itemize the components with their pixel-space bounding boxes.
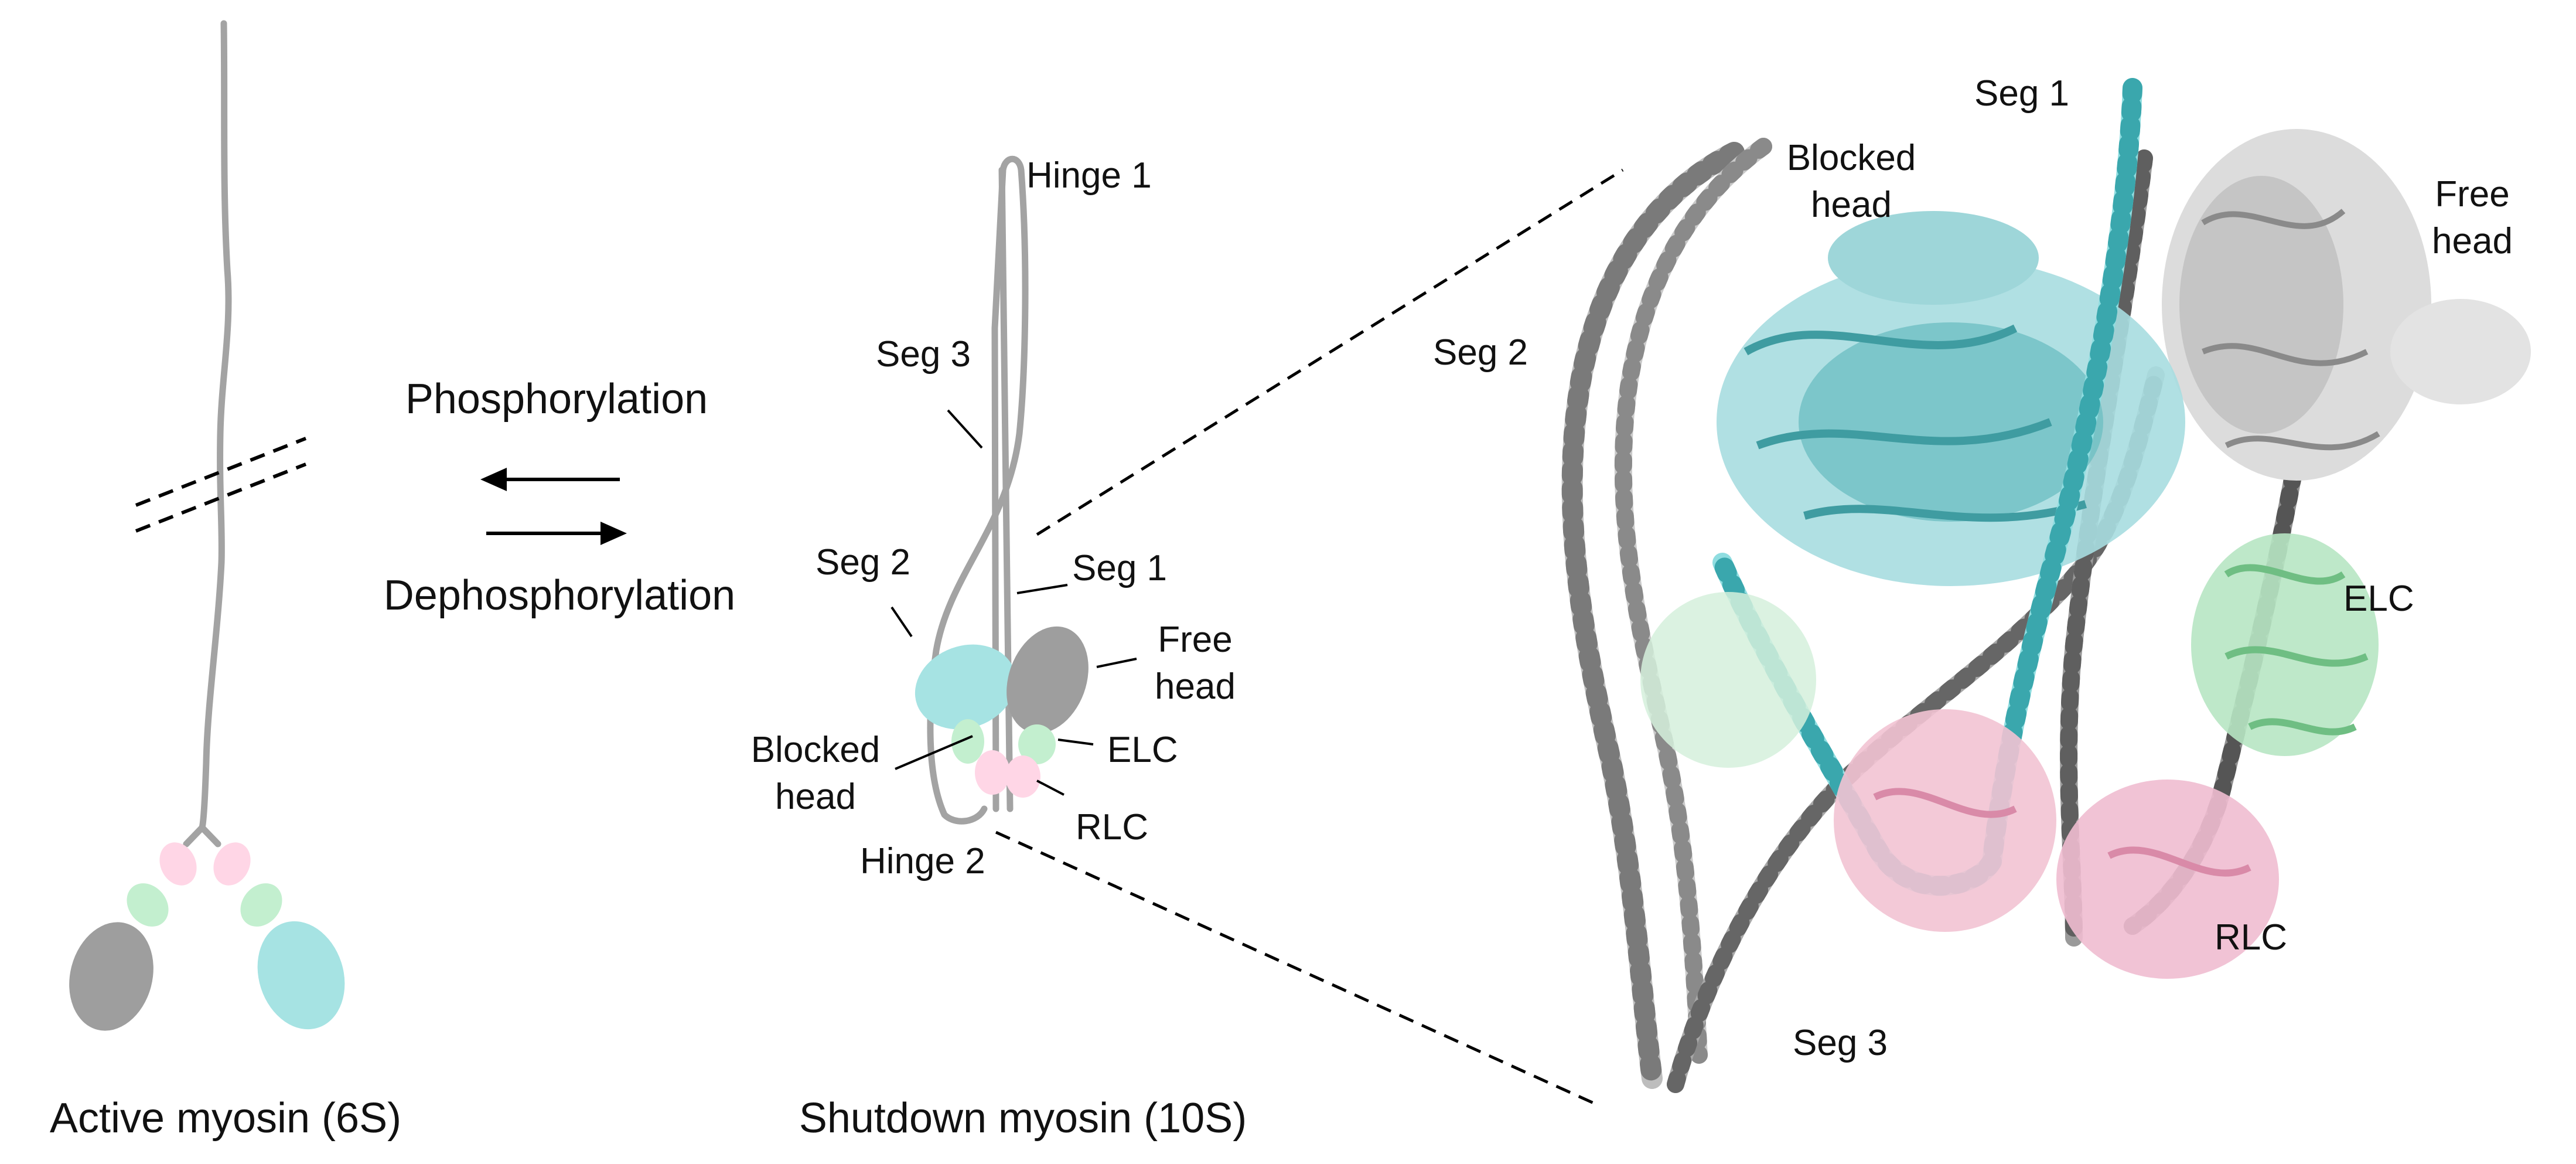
active-tail (199, 20, 232, 831)
arrow-left-head (480, 468, 507, 491)
zoom-line-bottom (995, 831, 1595, 1105)
shutdown-tail-seg1b (991, 325, 999, 812)
arrow-right-head (601, 522, 627, 545)
rlc-left-blob (1834, 709, 2056, 932)
blocked-head-core (1799, 322, 2103, 522)
shutdown-myosin-panel: Hinge 1 Seg 3 Seg 2 Seg 1 Free head Bloc… (751, 155, 1247, 1142)
leader-seg2 (890, 606, 913, 638)
axis-break-mark (135, 437, 307, 507)
rlc-structure (1834, 709, 2279, 979)
shutdown-hinge2-label: Hinge 2 (860, 841, 985, 881)
shutdown-myosin-caption: Shutdown myosin (10S) (799, 1095, 1247, 1142)
structure-free-head-label-1: Free (2435, 174, 2509, 215)
shutdown-free-head (1006, 626, 1089, 734)
shutdown-tail-seg1 (998, 166, 1014, 812)
equilibrium-arrows: Phosphorylation Dephosphorylation (384, 376, 735, 619)
leader-free-head (1096, 658, 1137, 668)
shutdown-blocked-head-label-2: head (775, 777, 856, 817)
head-gray (69, 922, 153, 1031)
structure-seg3-label: Seg 3 (1793, 1023, 1888, 1063)
active-myosin-caption: Active myosin (6S) (50, 1095, 401, 1142)
shutdown-free-head-label-2: head (1155, 666, 1236, 707)
seg2-helix-b-stripes (1614, 138, 1772, 1064)
free-head-strands (2201, 209, 2380, 451)
blocked-head-top (1828, 211, 2039, 305)
elc-structure (1640, 533, 2379, 768)
shutdown-elc-left (951, 719, 984, 764)
seg2-helix-stripes (1561, 142, 1745, 1089)
leader-seg1 (1016, 584, 1068, 594)
shutdown-tail-seg3 (927, 155, 1029, 825)
shutdown-elc-right (1018, 724, 1056, 764)
leader-blocked-head (895, 735, 973, 770)
structure-elc-label: ELC (2343, 578, 2414, 619)
structure-seg2-label: Seg 2 (1433, 332, 1528, 373)
leader-seg3 (947, 409, 983, 449)
shutdown-rlc-left (975, 750, 1010, 795)
dephosphorylation-label: Dephosphorylation (384, 572, 735, 619)
elc-left (127, 883, 169, 927)
rlc-helices (1873, 788, 2251, 877)
rlc-right-blob (2056, 780, 2279, 979)
active-tail-fork (183, 824, 221, 848)
leader-elc (1057, 738, 1094, 746)
shutdown-rlc-label: RLC (1076, 807, 1148, 848)
elc-left-blob (1640, 592, 1816, 768)
leader-rlc (1036, 780, 1064, 796)
shutdown-blocked-head (915, 644, 1016, 730)
free-head-structure (2162, 129, 2531, 481)
shutdown-hinge1-label: Hinge 1 (1026, 155, 1152, 196)
shutdown-elc-label: ELC (1107, 730, 1178, 770)
rlc-left (159, 842, 197, 886)
shutdown-seg1-label: Seg 1 (1072, 548, 1167, 588)
phosphorylation-label: Phosphorylation (405, 376, 708, 423)
structure-rlc-label: RLC (2215, 917, 2287, 958)
structure-blocked-head-label-2: head (1811, 185, 1892, 225)
elc-right-helices (2224, 564, 2369, 736)
structure-seg1-label: Seg 1 (1974, 73, 2069, 114)
shutdown-seg2-label: Seg 2 (816, 542, 910, 583)
free-head-lobe (2390, 299, 2531, 404)
blocked-head-helices (1744, 324, 2087, 522)
elc-right-blob (2191, 533, 2379, 756)
structure-free-head-label-2: head (2432, 221, 2513, 261)
head-cyan (257, 921, 345, 1030)
active-myosin-panel: Active myosin (6S) (50, 20, 401, 1142)
rlc-right (213, 842, 251, 886)
structure-blocked-head-label-1: Blocked (1787, 138, 1916, 178)
shutdown-rlc-right (1005, 755, 1040, 798)
structure-panel: Seg 1 Blocked head Free head Seg 2 ELC R… (1433, 73, 2531, 1093)
shutdown-blocked-head-label-1: Blocked (751, 730, 881, 770)
shutdown-free-head-label-1: Free (1158, 620, 1232, 660)
zoom-line-top (1036, 168, 1624, 536)
elc-right (240, 883, 282, 927)
free-head-core (2179, 176, 2343, 434)
axis-break-mark (135, 462, 307, 533)
shutdown-seg3-label: Seg 3 (876, 334, 971, 375)
